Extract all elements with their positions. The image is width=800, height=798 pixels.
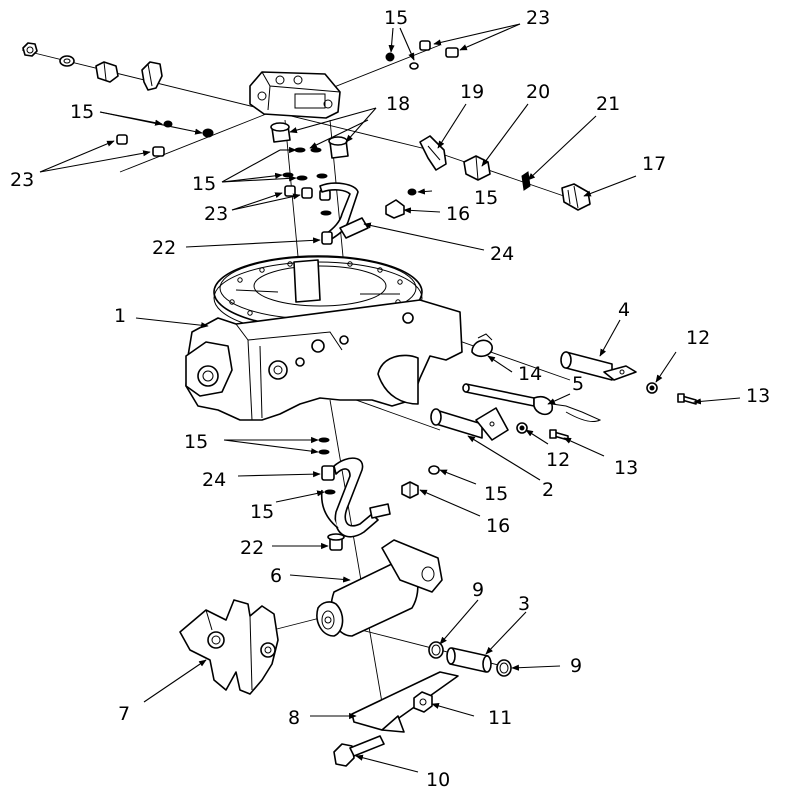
plug-part — [152, 146, 165, 157]
callout-17: 17 — [642, 153, 666, 175]
callout-16: 16 — [446, 203, 470, 225]
pin-5-part — [462, 383, 602, 423]
callout-23: 23 — [10, 169, 34, 191]
seal-ring-part — [409, 62, 419, 70]
callout-18: 18 — [386, 93, 410, 115]
callout-15: 15 — [70, 101, 94, 123]
seal-ring-part — [296, 175, 308, 181]
release-handle-7-part — [179, 599, 279, 695]
nut-11-part — [413, 691, 433, 713]
plug-part — [419, 40, 431, 51]
callout-10: 10 — [426, 769, 450, 791]
callout-labels: 15 23 15 23 18 19 20 21 17 15 15 23 16 2… — [10, 7, 770, 791]
seal-ring-part — [320, 210, 332, 216]
bolt-13-part — [549, 393, 697, 441]
valve-block-part — [249, 71, 341, 119]
seal-ring-part — [282, 172, 294, 178]
coupling-17 — [561, 183, 591, 211]
lower-pipe-part — [320, 457, 391, 538]
union-fitting-part — [95, 61, 119, 83]
fifth-wheel-housing-part — [185, 255, 463, 421]
callout-15: 15 — [484, 483, 508, 505]
top-fittings-left — [22, 42, 163, 91]
clip-21 — [521, 171, 531, 191]
callout-15: 15 — [192, 173, 216, 195]
callout-15: 15 — [184, 431, 208, 453]
nut-part — [22, 42, 38, 57]
callout-4: 4 — [618, 299, 630, 321]
top-small-parts — [116, 40, 459, 216]
pin-4-part — [560, 351, 637, 381]
callout-11: 11 — [488, 707, 512, 729]
plug-part — [445, 47, 459, 58]
callout-23: 23 — [526, 7, 550, 29]
bleeder-16-upper — [385, 188, 417, 219]
bolt-10-part — [333, 735, 385, 767]
callout-14: 14 — [518, 363, 542, 385]
callout-13: 13 — [746, 385, 770, 407]
callout-3: 3 — [518, 593, 530, 615]
callout-22: 22 — [240, 537, 264, 559]
leader-lines — [39, 23, 741, 773]
callout-9: 9 — [472, 579, 484, 601]
pin-2-part — [430, 407, 509, 441]
callout-21: 21 — [596, 93, 620, 115]
bleeder-16-lower-part — [401, 481, 419, 499]
washer-12-part — [516, 382, 658, 434]
washer-part — [59, 55, 75, 67]
callout-23: 23 — [204, 203, 228, 225]
callout-13: 13 — [614, 457, 638, 479]
seal-ring-part — [316, 173, 328, 179]
callout-12: 12 — [686, 327, 710, 349]
callout-24: 24 — [490, 243, 514, 265]
elbow-fitting-part — [141, 61, 163, 91]
callout-9: 9 — [570, 655, 582, 677]
callout-20: 20 — [526, 81, 550, 103]
adapter-part — [270, 122, 291, 143]
upper-pipe-part — [319, 182, 369, 245]
callout-15: 15 — [250, 501, 274, 523]
plug-part — [116, 134, 128, 145]
elbow-fitting-19 — [419, 135, 447, 171]
pin-3-part — [446, 647, 492, 673]
circlip-9-part — [428, 641, 512, 677]
callout-16: 16 — [486, 515, 510, 537]
seal-ring-part — [294, 147, 306, 153]
plug-part — [301, 187, 313, 199]
callout-19: 19 — [460, 81, 484, 103]
callout-15: 15 — [474, 187, 498, 209]
adapter-part — [328, 136, 349, 159]
callout-8: 8 — [288, 707, 300, 729]
callout-1: 1 — [114, 305, 126, 327]
callout-24: 24 — [202, 469, 226, 491]
callout-22: 22 — [152, 237, 176, 259]
callout-5: 5 — [572, 373, 584, 395]
seal-ring-part — [202, 128, 214, 138]
fitting-22-lower-part — [327, 533, 345, 551]
callout-7: 7 — [118, 703, 130, 725]
callout-6: 6 — [270, 565, 282, 587]
spring-clip-14-part — [471, 333, 493, 358]
seal-ring-part — [310, 147, 322, 153]
seal-ring-part — [385, 52, 395, 62]
callout-12: 12 — [546, 449, 570, 471]
plate-8-part — [351, 671, 459, 733]
top-fittings-right — [385, 135, 591, 219]
callout-2: 2 — [542, 479, 554, 501]
lower-seals-part — [318, 437, 440, 495]
callout-15: 15 — [384, 7, 408, 29]
cylinder-6-part — [316, 539, 443, 637]
plug-part — [284, 185, 296, 197]
